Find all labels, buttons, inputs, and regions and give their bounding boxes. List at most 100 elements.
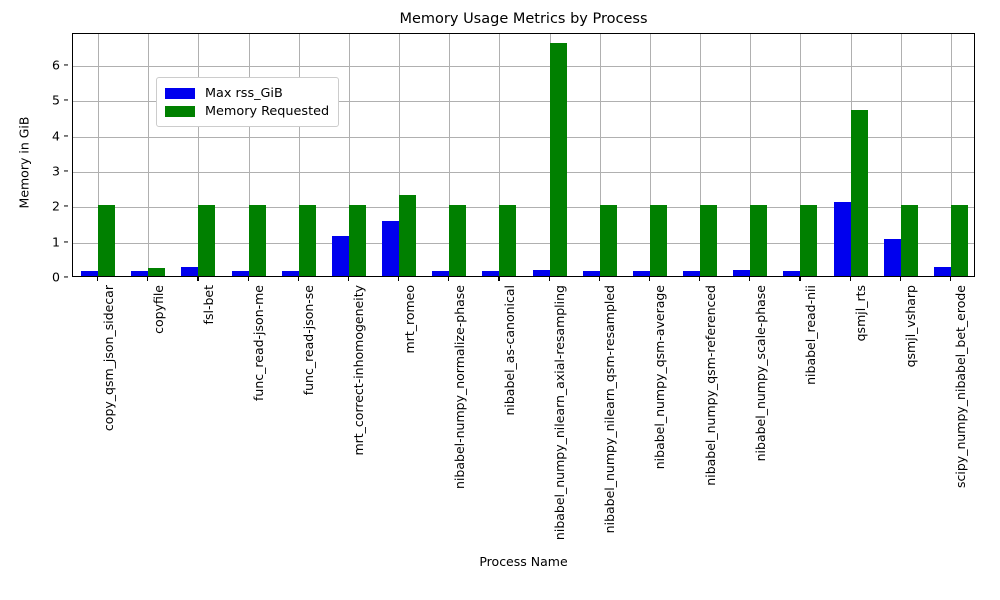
bar-max-rss[interactable] — [783, 271, 801, 276]
bar-max-rss[interactable] — [331, 236, 349, 276]
bar-max-rss[interactable] — [482, 270, 500, 276]
bar-memory-requested[interactable] — [499, 205, 517, 276]
bar-memory-requested[interactable] — [649, 205, 667, 276]
bar-memory-requested[interactable] — [248, 205, 266, 276]
y-tick-label: 4 — [52, 128, 60, 144]
bar-max-rss[interactable] — [683, 270, 701, 276]
bar-memory-requested[interactable] — [98, 205, 116, 276]
gridline-horizontal — [73, 242, 974, 244]
bar-memory-requested[interactable] — [298, 205, 316, 276]
x-tick-label: mrt_romeo — [401, 285, 417, 354]
x-tick-label: fsl-bet — [200, 285, 216, 325]
bar-memory-requested[interactable] — [399, 195, 417, 276]
bar-group — [474, 34, 524, 276]
y-tick-label: 2 — [52, 198, 60, 214]
bar-max-rss[interactable] — [382, 221, 400, 276]
x-tick-label: nibabel-numpy_normalize-phase — [451, 285, 467, 489]
legend-label: Memory Requested — [205, 103, 330, 119]
gridline-vertical — [98, 34, 100, 276]
x-tick-label: copyfile — [150, 285, 166, 334]
legend-item[interactable]: Memory Requested — [165, 102, 329, 120]
gridline-vertical — [298, 34, 300, 276]
bar-max-rss[interactable] — [432, 270, 450, 276]
bar-group — [876, 34, 926, 276]
x-tick-mark — [398, 277, 400, 281]
gridline-horizontal — [73, 65, 974, 67]
gridline-vertical — [649, 34, 651, 276]
x-tick-label: nibabel_numpy_nilearn_axial-resampling — [552, 285, 568, 541]
y-axis-label: Memory in GiB — [16, 116, 32, 209]
bar-max-rss[interactable] — [582, 270, 600, 276]
bar-memory-requested[interactable] — [198, 205, 216, 276]
bar-memory-requested[interactable] — [348, 205, 366, 276]
bar-group — [374, 34, 424, 276]
bar-max-rss[interactable] — [81, 270, 99, 276]
bar-memory-requested[interactable] — [850, 109, 868, 276]
bar-group — [73, 34, 123, 276]
bar-memory-requested[interactable] — [549, 42, 567, 276]
gridline-vertical — [750, 34, 752, 276]
legend-item[interactable]: Max rss_GiB — [165, 84, 329, 102]
bar-group — [123, 34, 173, 276]
y-tick-label: 3 — [52, 163, 60, 179]
x-tick-mark — [749, 277, 751, 281]
gridline-vertical — [348, 34, 350, 276]
bar-max-rss[interactable] — [181, 267, 199, 276]
bar-max-rss[interactable] — [632, 270, 650, 276]
x-tick-mark — [448, 277, 450, 281]
gridline-vertical — [800, 34, 802, 276]
bar-max-rss[interactable] — [883, 238, 901, 276]
x-tick-label: nibabel_numpy_qsm-referenced — [702, 285, 718, 486]
bar-max-rss[interactable] — [131, 270, 149, 276]
bar-max-rss[interactable] — [933, 266, 951, 276]
bar-max-rss[interactable] — [231, 270, 249, 276]
gridline-vertical — [900, 34, 902, 276]
bar-max-rss[interactable] — [281, 270, 299, 276]
x-tick-mark — [648, 277, 650, 281]
chart-title: Memory Usage Metrics by Process — [399, 11, 648, 27]
x-tick-label: func_read-json-me — [251, 285, 267, 401]
bar-memory-requested[interactable] — [599, 205, 617, 276]
legend-swatch-icon — [165, 105, 195, 117]
bar-group — [675, 34, 725, 276]
x-tick-label: scipy_numpy_nibabel_bet_erode — [953, 285, 969, 488]
bar-group — [224, 34, 274, 276]
gridline-horizontal — [73, 136, 974, 138]
bar-memory-requested[interactable] — [950, 205, 968, 276]
gridline-vertical — [248, 34, 250, 276]
bar-memory-requested[interactable] — [700, 205, 718, 276]
bar-max-rss[interactable] — [733, 269, 751, 276]
gridline-vertical — [700, 34, 702, 276]
x-tick-label: nibabel_numpy_qsm-average — [652, 285, 668, 470]
gridline-horizontal — [73, 207, 974, 209]
bar-group — [826, 34, 876, 276]
bar-max-rss[interactable] — [833, 201, 851, 276]
bar-memory-requested[interactable] — [449, 205, 467, 276]
bar-group — [625, 34, 675, 276]
bar-group — [926, 34, 976, 276]
x-tick-mark — [799, 277, 801, 281]
y-tick-label: 5 — [52, 92, 60, 108]
gridline-vertical — [449, 34, 451, 276]
x-tick-mark — [548, 277, 550, 281]
bar-max-rss[interactable] — [532, 270, 550, 276]
y-tick-mark — [64, 276, 68, 278]
bar-group — [575, 34, 625, 276]
bar-memory-requested[interactable] — [900, 205, 918, 276]
bar-memory-requested[interactable] — [800, 205, 818, 276]
bar-group — [424, 34, 474, 276]
x-tick-mark — [849, 277, 851, 281]
y-tick-mark — [64, 205, 68, 207]
x-tick-mark — [97, 277, 99, 281]
x-tick-label: nibabel_as-canonical — [501, 285, 517, 416]
bar-memory-requested[interactable] — [148, 268, 166, 276]
x-tick-mark — [147, 277, 149, 281]
bar-memory-requested[interactable] — [750, 205, 768, 276]
bar-group — [173, 34, 223, 276]
x-tick-mark — [247, 277, 249, 281]
x-tick-label: func_read-json-se — [301, 285, 317, 396]
gridline-vertical — [198, 34, 200, 276]
